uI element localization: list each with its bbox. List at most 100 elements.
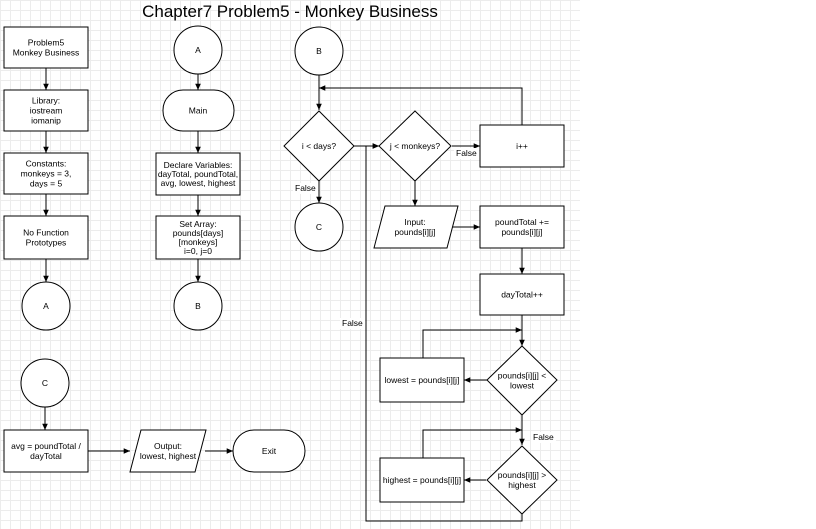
label-line: Set Array: — [179, 219, 216, 229]
label-connector-a-out: A — [43, 301, 49, 311]
label-line: pounds[i][j] — [394, 227, 435, 237]
label-cond-low: pounds[i][j] <lowest — [498, 371, 546, 391]
label-declare: Declare Variables:dayTotal, poundTotal,a… — [158, 160, 238, 188]
node-cond-low[interactable] — [486, 345, 558, 416]
label-line: C — [42, 378, 48, 388]
label-line: highest — [508, 480, 536, 490]
node-day-total[interactable] — [479, 273, 565, 316]
node-pound-total[interactable] — [479, 205, 565, 249]
edge-label-low-false: False — [533, 432, 554, 442]
label-line: Main — [189, 106, 208, 116]
label-set-high: highest = pounds[i][j] — [383, 475, 461, 485]
node-connector-c-out[interactable] — [294, 202, 344, 252]
label-line: Declare Variables: — [164, 160, 233, 170]
label-line: highest = pounds[i][j] — [383, 475, 461, 485]
label-connector-b-out: B — [195, 301, 201, 311]
label-line: i=0, j=0 — [184, 246, 212, 256]
node-output[interactable] — [129, 429, 207, 473]
label-pound-total: poundTotal +=pounds[i][j] — [495, 217, 549, 237]
label-connector-c-in: C — [42, 378, 48, 388]
label-line: lowest — [510, 381, 535, 391]
node-set-high[interactable] — [379, 457, 465, 503]
label-line: monkeys = 3, — [21, 169, 72, 179]
label-line: iomanip — [31, 116, 61, 126]
label-line: Library: — [32, 96, 60, 106]
label-line: lowest = pounds[i][j] — [385, 375, 460, 385]
label-line: dayTotal++ — [501, 290, 543, 300]
label-connector-b-in: B — [316, 46, 322, 56]
node-inc-i[interactable] — [479, 124, 565, 168]
node-prototypes[interactable] — [3, 215, 89, 260]
label-line: dayTotal — [30, 451, 62, 461]
edge-set-high-merge — [422, 427, 522, 458]
label-line: pounds[i][j] > — [498, 470, 546, 480]
label-cond-j: j < monkeys? — [389, 141, 441, 151]
label-line: Problem5 — [28, 38, 65, 48]
node-connector-a-out[interactable] — [21, 281, 71, 331]
edge-set-low-merge — [422, 327, 522, 358]
label-cond-high: pounds[i][j] >highest — [498, 470, 546, 490]
label-day-total: dayTotal++ — [501, 290, 543, 300]
label-connector-c-out: C — [316, 222, 322, 232]
node-cond-i[interactable] — [283, 110, 355, 182]
node-set-low[interactable] — [379, 357, 465, 403]
label-line: avg, lowest, highest — [161, 178, 236, 188]
label-line: A — [43, 301, 49, 311]
node-set-array[interactable] — [155, 215, 241, 260]
diagram-title: Chapter7 Problem5 - Monkey Business — [142, 2, 438, 21]
label-line: B — [195, 301, 201, 311]
label-line: dayTotal, poundTotal, — [158, 169, 238, 179]
label-line: A — [195, 45, 201, 55]
label-line: pounds[i][j] — [501, 227, 542, 237]
label-line: Input: — [404, 217, 425, 227]
node-exit[interactable] — [232, 429, 306, 473]
label-line: iostream — [30, 106, 63, 116]
label-line: Prototypes — [26, 238, 67, 248]
label-line: [monkeys] — [179, 237, 218, 247]
label-set-low: lowest = pounds[i][j] — [385, 375, 460, 385]
edge-label-j-false: False — [456, 148, 477, 158]
label-set-array: Set Array:pounds[days][monkeys]i=0, j=0 — [173, 219, 224, 256]
label-output: Output:lowest, highest — [140, 441, 197, 461]
label-line: C — [316, 222, 322, 232]
node-connector-b-out[interactable] — [173, 281, 223, 331]
edge-inc-i-loop — [319, 85, 523, 125]
label-cond-i: i < days? — [302, 141, 337, 151]
node-connector-b-in[interactable] — [294, 26, 344, 76]
label-input: Input:pounds[i][j] — [394, 217, 435, 237]
edge-label-i-false: False — [295, 183, 316, 193]
node-input[interactable] — [373, 205, 459, 249]
edge-labels: False False False False — [293, 148, 556, 443]
label-exit: Exit — [262, 446, 277, 456]
edges — [42, 68, 525, 522]
label-line: pounds[i][j] < — [498, 371, 546, 381]
label-line: pounds[days] — [173, 228, 224, 238]
label-avg: avg = poundTotal /dayTotal — [11, 441, 81, 461]
node-avg[interactable] — [3, 429, 89, 473]
label-line: avg = poundTotal / — [11, 441, 81, 451]
node-constants[interactable] — [3, 152, 89, 195]
edge-loop-back-cond-j — [365, 143, 523, 522]
node-cond-high[interactable] — [486, 445, 558, 515]
node-declare[interactable] — [155, 152, 241, 196]
node-library[interactable] — [3, 89, 89, 132]
node-cond-j[interactable] — [378, 110, 452, 182]
label-main: Main — [189, 106, 208, 116]
label-line: days = 5 — [30, 179, 63, 189]
node-connector-c-in[interactable] — [20, 358, 70, 408]
label-constants: Constants:monkeys = 3,days = 5 — [21, 159, 72, 189]
label-line: Constants: — [26, 159, 67, 169]
label-line: i < days? — [302, 141, 337, 151]
label-line: poundTotal += — [495, 217, 549, 227]
node-start[interactable] — [3, 26, 89, 69]
label-line: Output: — [154, 441, 182, 451]
label-line: lowest, highest — [140, 451, 197, 461]
label-connector-a-in: A — [195, 45, 201, 55]
node-connector-a-in[interactable] — [173, 25, 223, 75]
node-main[interactable] — [162, 89, 235, 132]
label-line: No Function — [23, 228, 69, 238]
